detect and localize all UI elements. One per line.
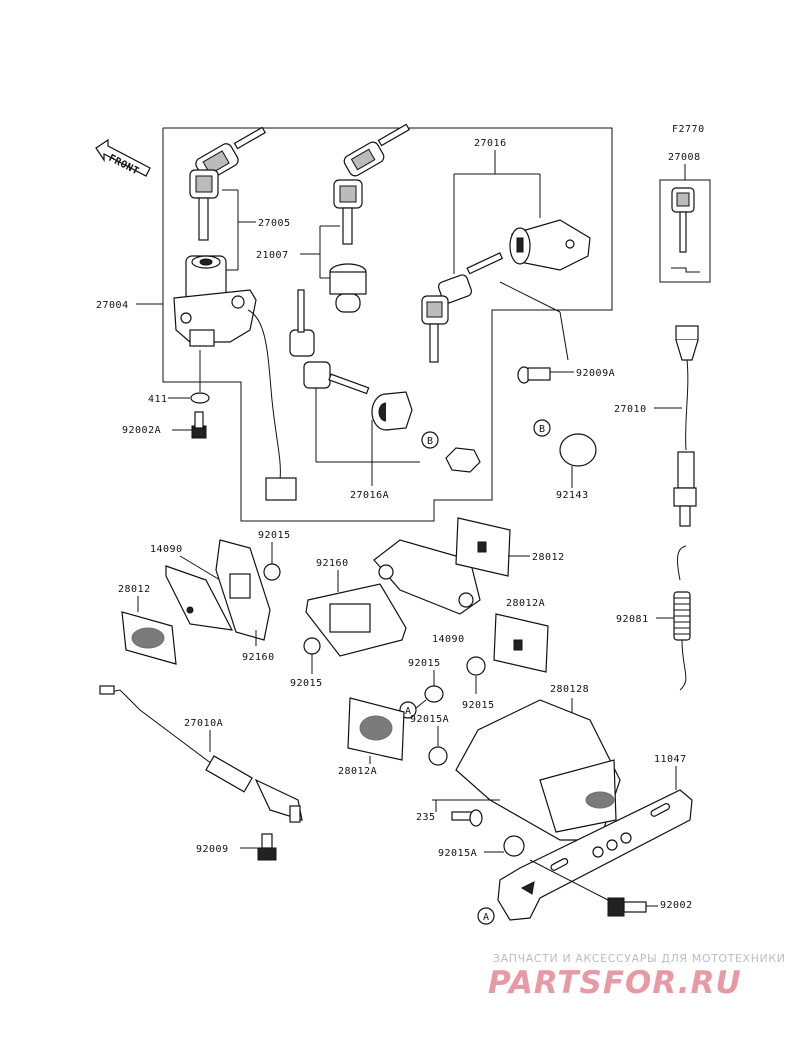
brake-switch-icon [673, 325, 699, 527]
nut-icon [424, 685, 444, 703]
label-92009: 92009 [196, 844, 229, 855]
reflector-icon [347, 697, 405, 761]
group-outline-ignition [162, 127, 613, 522]
label-92015-d: 92015 [408, 658, 441, 669]
marker-b-label: B [427, 436, 434, 447]
figure-code: F2770 [672, 124, 705, 135]
reflector-icon [121, 611, 177, 665]
label-28012-right: 28012 [532, 552, 565, 563]
label-92015A-b: 92015A [438, 848, 477, 859]
label-92160-left: 92160 [242, 652, 275, 663]
marker-b [421, 431, 439, 449]
label-411: 411 [148, 394, 168, 405]
bolt-icon [191, 411, 207, 439]
o-ring-icon [559, 433, 597, 467]
marker-b-label: B [539, 424, 546, 435]
tail-lamp-icon [455, 699, 621, 841]
label-92015-b: 92015 [290, 678, 323, 689]
label-27005: 27005 [258, 218, 291, 229]
nut-icon [503, 835, 525, 857]
washer-icon [190, 392, 210, 404]
key-icon [289, 289, 370, 395]
label-92002: 92002 [660, 900, 693, 911]
label-14090-left: 14090 [150, 544, 183, 555]
watermark-caption: ЗАПЧАСТИ И АКСЕССУАРЫ ДЛЯ МОТОТЕХНИКИ [493, 952, 786, 965]
label-27010: 27010 [614, 404, 647, 415]
nut-icon [428, 746, 448, 766]
label-27008: 27008 [668, 152, 701, 163]
label-21007: 21007 [256, 250, 289, 261]
label-27016-top: 27016 [474, 138, 507, 149]
label-27004: 27004 [96, 300, 129, 311]
label-92160-top: 92160 [316, 558, 349, 569]
label-28012-left: 28012 [118, 584, 151, 595]
bolt-icon [607, 897, 647, 917]
key-icon [421, 252, 504, 363]
ignition-switch-icon [173, 255, 257, 347]
nut-icon [263, 563, 281, 581]
key-blank-icon [671, 187, 700, 273]
label-28012A-right: 28012A [506, 598, 545, 609]
gasket-icon [305, 583, 407, 657]
marker-a-label: A [483, 912, 490, 923]
spring-icon [673, 545, 691, 691]
key-icon [333, 123, 411, 245]
label-92081: 92081 [616, 614, 649, 625]
label-92143: 92143 [556, 490, 589, 501]
label-92015A-a: 92015A [410, 714, 449, 725]
screw-icon [517, 366, 551, 384]
label-27016A: 27016A [350, 490, 389, 501]
label-92002A: 92002A [122, 425, 161, 436]
label-92015-a: 92015 [258, 530, 291, 541]
screw-icon [451, 809, 483, 827]
nut-icon [303, 637, 321, 655]
label-92009A: 92009A [576, 368, 615, 379]
nut-icon [466, 656, 486, 676]
label-235: 235 [416, 812, 436, 823]
speedo-cable-icon [99, 685, 303, 823]
license-bracket-icon [497, 789, 693, 921]
marker-a-label: A [405, 706, 412, 717]
label-92015-c: 92015 [462, 700, 495, 711]
watermark-logo: PARTSFOR.RU [488, 965, 742, 1001]
label-14090-mid: 14090 [432, 634, 465, 645]
label-280128: 280128 [550, 684, 589, 695]
seat-lock-icon [509, 219, 591, 271]
lamp-bracket-icon [373, 539, 481, 615]
connector-icon [265, 477, 297, 501]
lamp-bracket-icon [215, 539, 271, 641]
lock-cylinder-icon [371, 391, 413, 431]
key-icon [189, 126, 267, 241]
bolt-icon [257, 833, 277, 861]
lamp-base-icon [493, 613, 549, 673]
label-27010A: 27010A [184, 718, 223, 729]
front-arrow-icon: FRONT [95, 138, 151, 177]
label-28012A-left: 28012A [338, 766, 377, 777]
marker-a [477, 907, 495, 925]
lock-cylinder-icon [329, 263, 367, 313]
lamp-base-icon [165, 565, 234, 631]
nut-icon [445, 447, 481, 473]
lamp-base-icon [455, 517, 511, 577]
label-11047: 11047 [654, 754, 687, 765]
marker-b [533, 419, 551, 437]
